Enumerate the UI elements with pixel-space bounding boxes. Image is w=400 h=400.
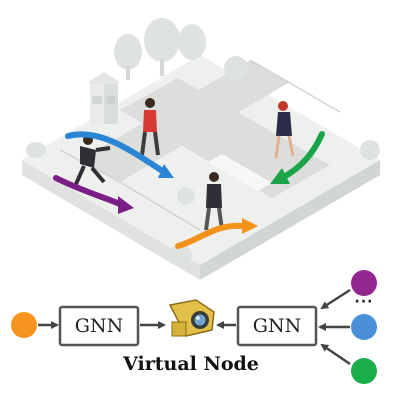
node-orange — [11, 312, 37, 338]
surveillance-camera-icon — [168, 299, 215, 337]
trajectory-arrowhead-purple — [118, 196, 134, 214]
trajectory-arrowhead-blue — [158, 164, 174, 178]
gnn-label-left: GNN — [75, 315, 123, 337]
gnn-label-right: GNN — [253, 315, 301, 337]
node-blue — [351, 314, 377, 340]
gnn-box-left — [58, 305, 140, 347]
ground-side-right — [200, 160, 380, 280]
pedestrian-icon — [74, 98, 295, 231]
street-scene — [22, 18, 380, 280]
ellipsis: ··· — [355, 294, 374, 310]
gnn-box-right — [236, 305, 318, 347]
pipeline: GNN GNN ··· Virtual Node — [11, 270, 377, 384]
trajectory-arrowhead-orange — [242, 218, 258, 234]
edge-green-to-gnn — [320, 343, 351, 366]
building-icon — [88, 72, 120, 124]
node-green — [351, 358, 377, 384]
crosswalk — [208, 154, 272, 191]
tree-icon — [26, 18, 380, 265]
node-purple — [351, 270, 377, 296]
trajectory-arrowhead-green — [270, 168, 290, 184]
ground-side-left — [22, 160, 200, 280]
trajectory-arrow-orange — [175, 222, 245, 249]
trajectory-arrow-blue — [65, 131, 167, 175]
virtual-node-label: Virtual Node — [122, 353, 259, 375]
curb-line — [249, 59, 341, 113]
edge-purple-to-gnn — [320, 288, 351, 310]
trajectory-arrow-green — [279, 131, 325, 181]
trajectory-arrow-purple — [53, 175, 123, 207]
